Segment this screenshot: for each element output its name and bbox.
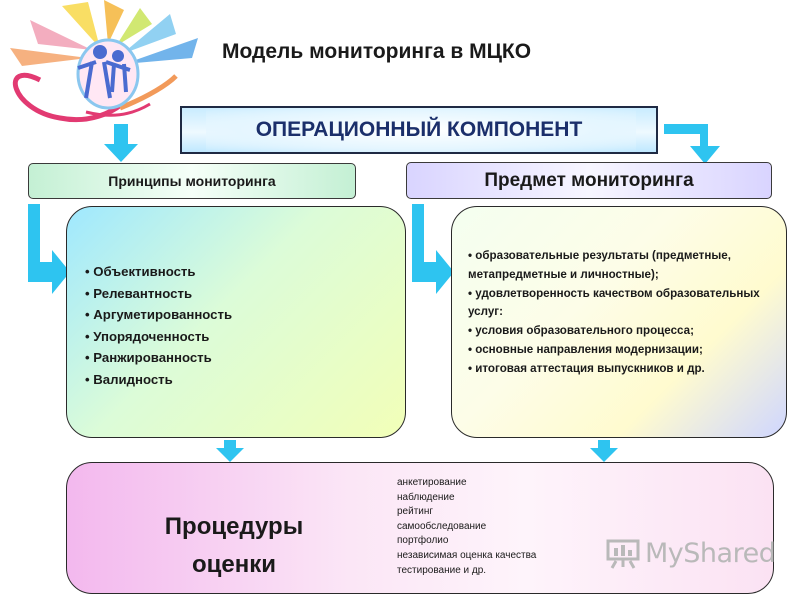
list-item: итоговая аттестация выпускников и др.	[468, 360, 780, 379]
principles-list-box: Объективность Релевантность Аргуметирова…	[66, 206, 406, 438]
arrow-right-down-icon	[664, 124, 720, 164]
bent-arrow-left-icon	[28, 204, 70, 294]
subject-list: образовательные результаты (предметные, …	[468, 247, 780, 379]
operational-component-label: ОПЕРАЦИОННЫЙ КОМПОНЕНТ	[255, 118, 583, 141]
watermark-text: MyShared	[645, 538, 776, 569]
list-item: условия образовательного процесса;	[468, 322, 780, 341]
list-item: Упорядоченность	[85, 326, 232, 348]
list-item: самообследование	[397, 520, 487, 532]
list-item: тестирование и др.	[397, 564, 487, 576]
list-item: портфолио	[397, 535, 449, 547]
principles-heading-box: Принципы мониторинга	[28, 163, 356, 199]
sun-people-heart-logo	[10, 0, 198, 123]
list-item: образовательные результаты (предметные, …	[468, 247, 780, 285]
list-item: Объективность	[85, 261, 232, 283]
subject-heading-box: Предмет мониторинга	[406, 162, 772, 199]
list-item: наблюдение	[397, 491, 455, 503]
arrow-down-icon	[216, 440, 244, 462]
methods-list: анкетирование наблюдение рейтинг самообс…	[397, 476, 536, 578]
procedures-box: Процедуры оценки анкетирование наблюдени…	[66, 462, 774, 594]
principles-heading: Принципы мониторинга	[108, 173, 276, 189]
list-item: основные направления модернизации;	[468, 341, 780, 360]
procedures-heading-line1: Процедуры	[164, 513, 304, 540]
list-item: Аргуметированность	[85, 304, 232, 326]
procedures-heading-line2: оценки	[191, 551, 277, 578]
operational-component-box: ОПЕРАЦИОННЫЙ КОМПОНЕНТ	[180, 106, 658, 154]
list-item: Релевантность	[85, 283, 232, 305]
arrow-down-icon	[590, 440, 618, 462]
arrow-down-icon	[104, 124, 138, 162]
page-title: Модель мониторинга в МЦКО	[222, 40, 532, 63]
list-item: Валидность	[85, 369, 232, 391]
principles-list: Объективность Релевантность Аргуметирова…	[85, 261, 232, 390]
subject-list-box: образовательные результаты (предметные, …	[451, 206, 787, 438]
subject-heading: Предмет мониторинга	[484, 169, 694, 191]
bent-arrow-right-icon	[412, 204, 454, 294]
list-item: рейтинг	[397, 506, 434, 518]
list-item: удовлетворенность качеством образователь…	[468, 285, 780, 323]
presentation-board-icon	[606, 539, 640, 569]
list-item: анкетирование	[397, 477, 467, 488]
list-item: независимая оценка качества	[397, 549, 537, 561]
list-item: Ранжированность	[85, 347, 232, 369]
